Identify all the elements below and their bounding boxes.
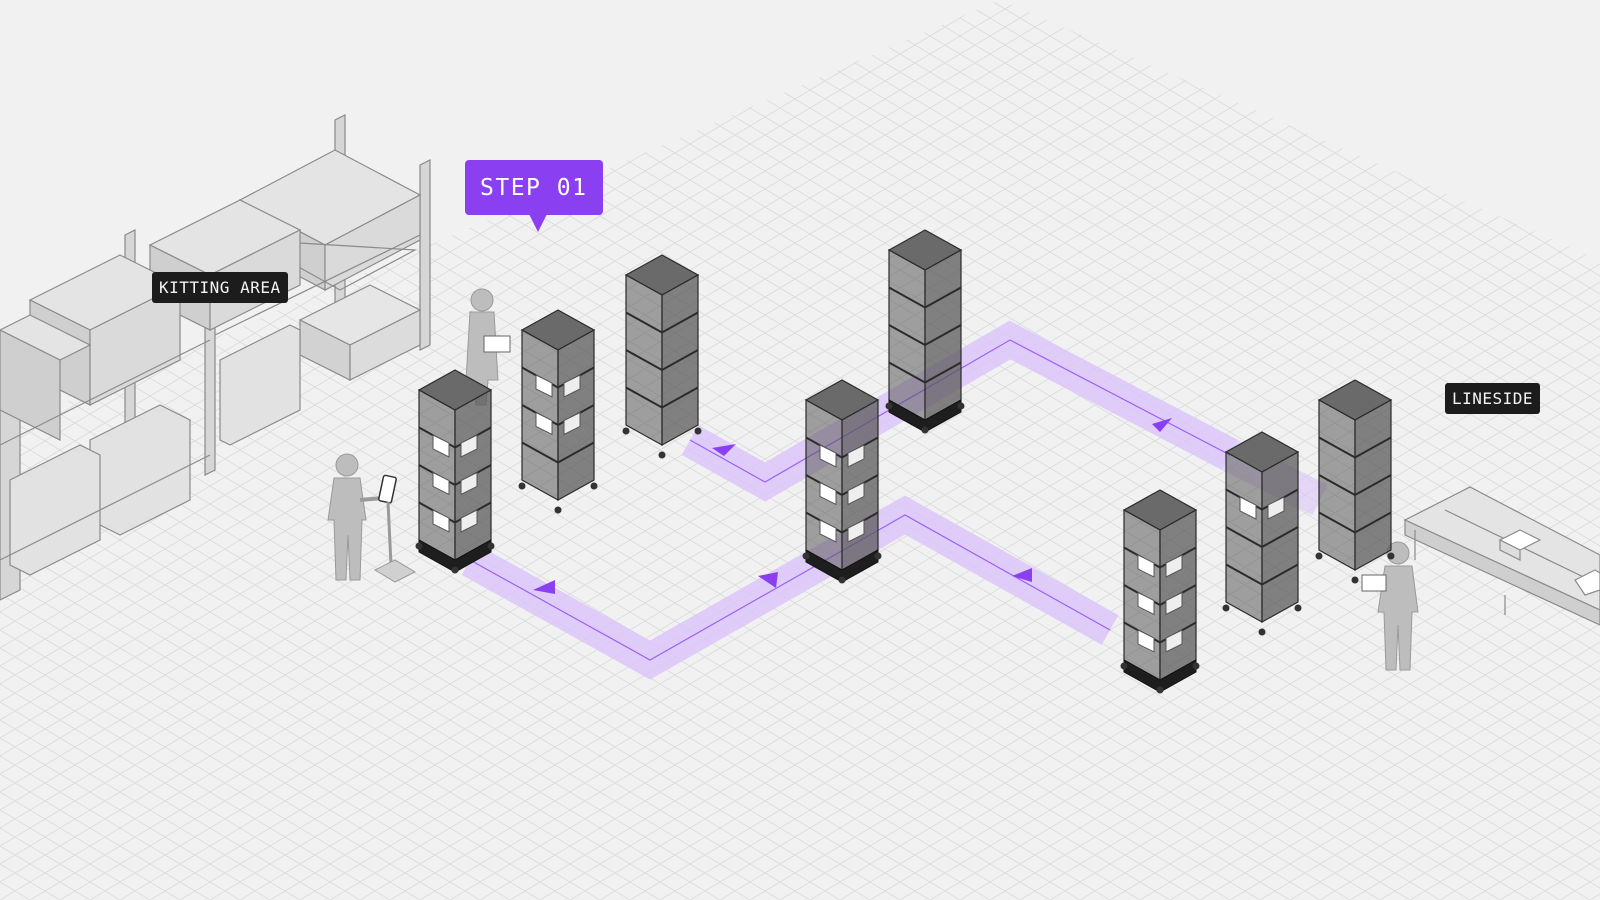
kitting-area-tag: KITTING AREA bbox=[152, 272, 288, 303]
route-arrows bbox=[533, 418, 1172, 594]
robot-cart-icon bbox=[622, 254, 702, 459]
route-direction-arrow-icon bbox=[1012, 568, 1032, 582]
route-direction-arrow-icon bbox=[1152, 418, 1172, 432]
lineside-tag: LINESIDE bbox=[1445, 383, 1541, 414]
route-direction-arrow-icon bbox=[712, 444, 736, 456]
robot-carts bbox=[415, 229, 1395, 694]
robot-cart-icon bbox=[802, 379, 882, 584]
tablet-kiosk-icon bbox=[373, 474, 417, 583]
robot-cart-icon bbox=[415, 369, 495, 574]
robot-cart-icon bbox=[1120, 489, 1200, 694]
conveyor-icon bbox=[1403, 486, 1600, 626]
lineside-label: LINESIDE bbox=[1452, 389, 1534, 408]
robot-cart-icon bbox=[885, 229, 965, 434]
step-label: STEP 01 bbox=[480, 175, 588, 201]
worker-icon bbox=[465, 288, 511, 406]
robot-cart-icon bbox=[1315, 379, 1395, 584]
robot-cart-icon bbox=[1222, 431, 1302, 636]
worker-icon bbox=[327, 453, 385, 581]
kitting-area-label: KITTING AREA bbox=[159, 278, 281, 297]
robot-cart-icon bbox=[518, 309, 598, 514]
step-callout: STEP 01 bbox=[465, 160, 604, 232]
route-direction-arrow-icon bbox=[533, 580, 555, 594]
worker-icon bbox=[1361, 541, 1419, 671]
callout-pointer bbox=[529, 214, 547, 232]
route-direction-arrow-icon bbox=[758, 572, 778, 588]
